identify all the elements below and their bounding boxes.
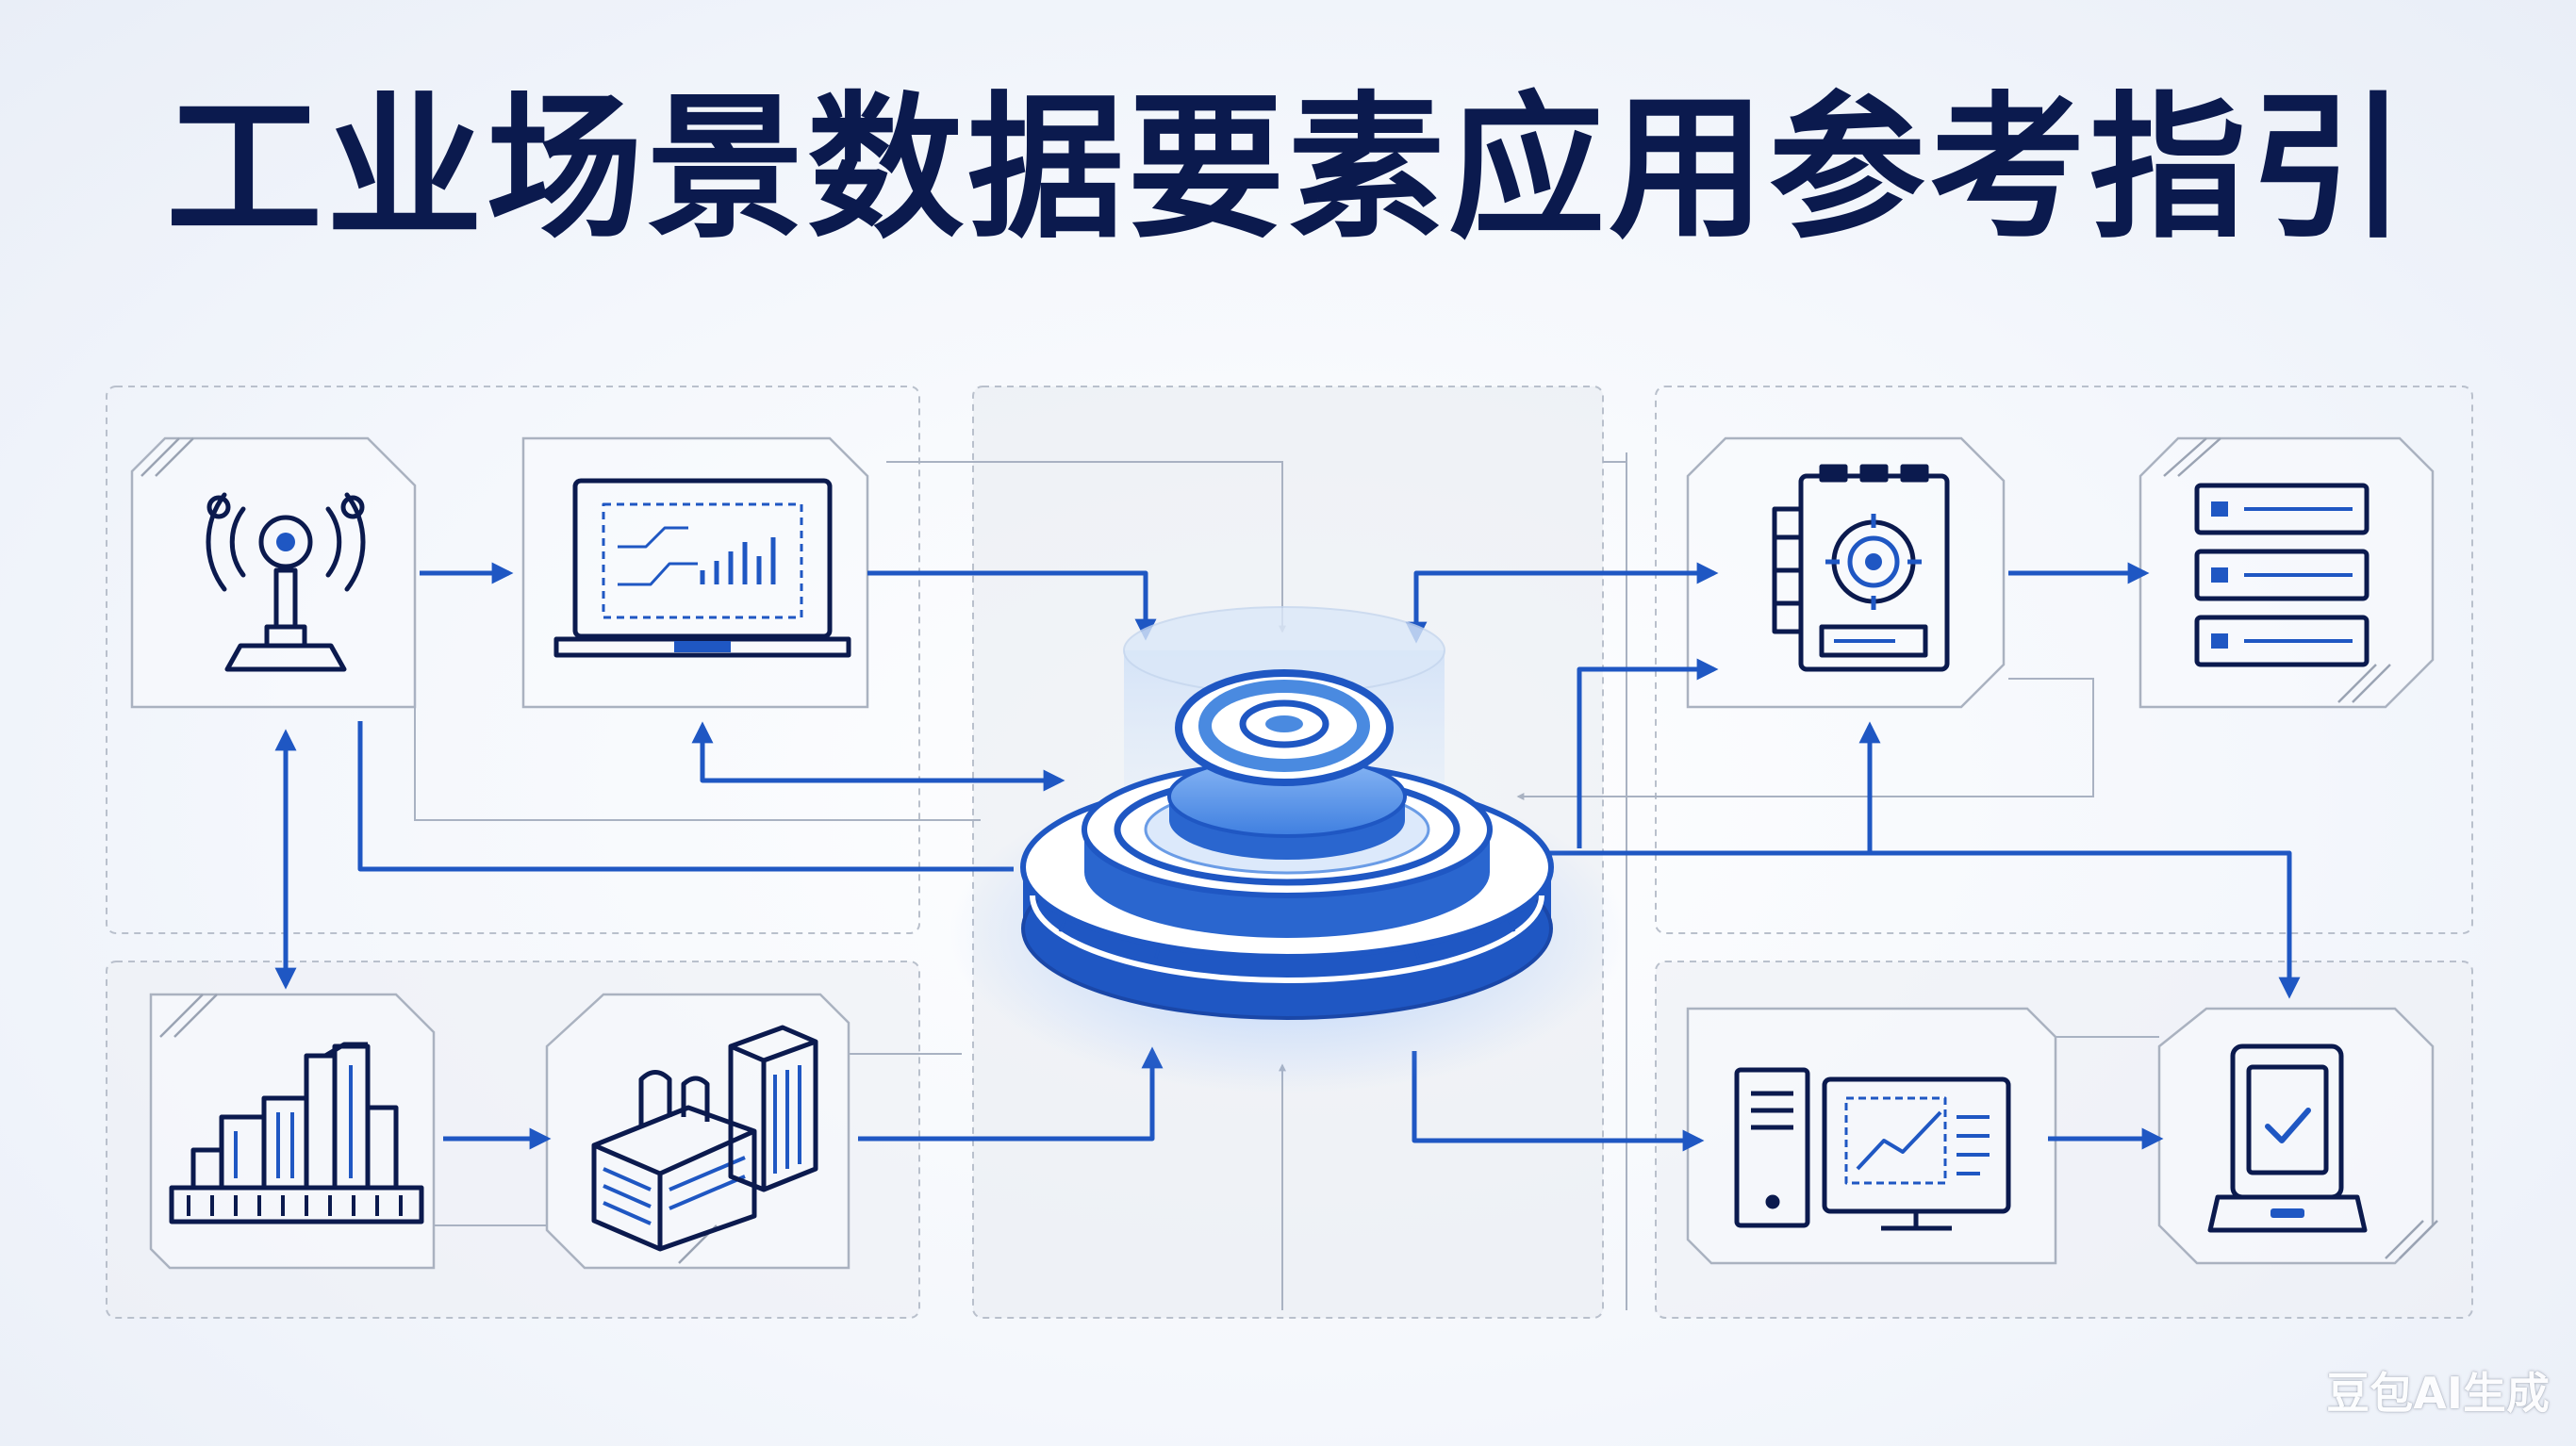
panel-top-left <box>106 386 920 934</box>
data-hub <box>949 606 1627 1093</box>
desktop-analytics-icon <box>1734 1067 2011 1231</box>
arrow-laptop-to-hub <box>867 570 1157 641</box>
laptop-chart-icon <box>553 478 851 658</box>
arrow-sensor-to-hub <box>357 721 1014 872</box>
panel-top-right <box>1655 386 2473 934</box>
frame-factory <box>545 993 850 1270</box>
buildings-icon <box>169 1042 424 1224</box>
arrow-factory-to-hub <box>858 1046 1164 1142</box>
frame-sensor <box>130 436 417 709</box>
factory-icon <box>591 1025 818 1252</box>
arrow-hub-control-bidirectional <box>1405 562 1719 644</box>
page-title: 工业场景数据要素应用参考指引 <box>166 78 2410 260</box>
frame-accents <box>140 437 2438 1264</box>
tablet-check-icon <box>2207 1043 2368 1233</box>
arrow-hub-to-control <box>1577 658 1719 848</box>
antenna-icon <box>206 492 366 672</box>
flow-arrows <box>274 562 2301 1152</box>
watermark: 豆包AI生成 <box>2326 1368 2550 1419</box>
control-panel-icon <box>1772 464 1950 672</box>
thin-connectors <box>414 452 2159 1310</box>
server-icon <box>2194 483 2370 667</box>
arrow-hub-to-tablet <box>1546 850 2301 999</box>
arrow-laptop-hub-bidirectional <box>691 721 1065 792</box>
